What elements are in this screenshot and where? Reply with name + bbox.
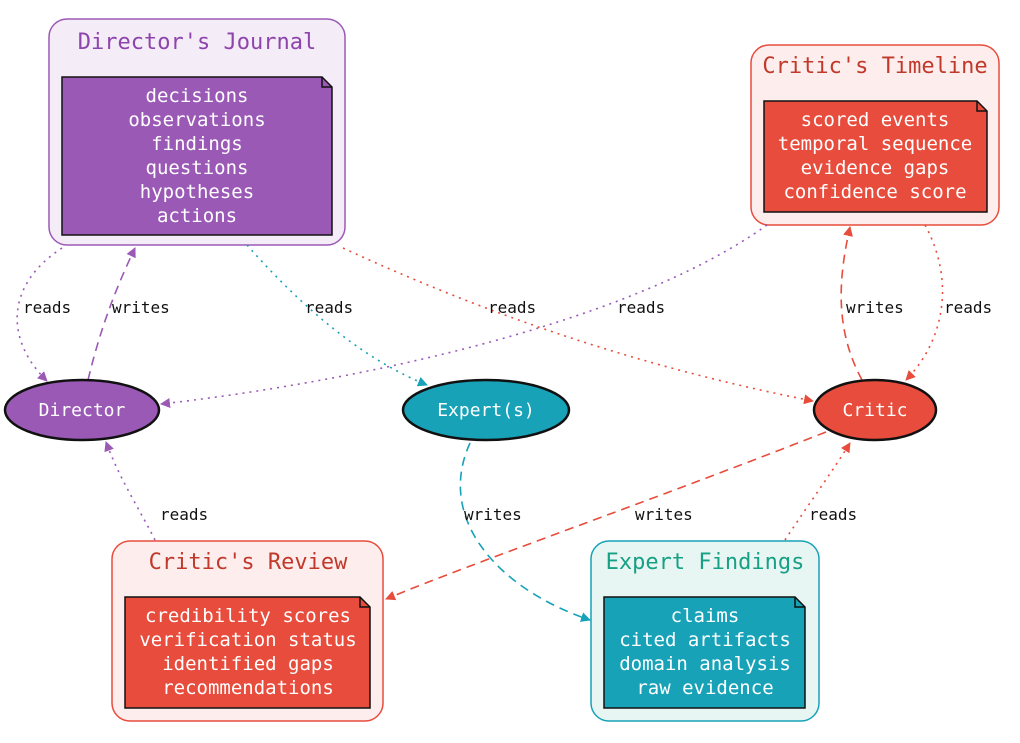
edge-review-to-director bbox=[104, 441, 156, 541]
critic-ellipse bbox=[812, 378, 938, 442]
critic-node: Critic bbox=[812, 378, 938, 442]
expert-findings-item: raw evidence bbox=[636, 677, 773, 699]
expert-findings-item: claims bbox=[671, 605, 740, 627]
critics-review-title: Critic's Review bbox=[149, 550, 348, 575]
expert-findings-item: domain analysis bbox=[619, 653, 791, 675]
critics-timeline-item: evidence gaps bbox=[801, 157, 950, 179]
experts-ellipse bbox=[401, 378, 571, 442]
director-ellipse bbox=[3, 378, 161, 442]
edge-label: reads bbox=[160, 505, 208, 524]
critics-timeline-cluster: Critic's Timeline scored events temporal… bbox=[750, 44, 1000, 226]
critics-review-cluster: Critic's Review credibility scores verif… bbox=[111, 540, 384, 722]
experts-node: Expert(s) bbox=[401, 378, 571, 442]
edge-journal-to-experts bbox=[246, 244, 428, 387]
edge-label: reads bbox=[488, 298, 536, 317]
critics-review-note bbox=[124, 596, 371, 709]
critics-review-note-fold bbox=[359, 597, 370, 608]
directors-journal-title: Director's Journal bbox=[78, 30, 316, 55]
edge-label: reads bbox=[617, 298, 665, 317]
critics-review-item: verification status bbox=[139, 629, 356, 651]
edge-labels: reads writes reads reads reads writes re… bbox=[23, 298, 992, 524]
directors-journal-note-fold bbox=[321, 77, 332, 88]
expert-findings-item: cited artifacts bbox=[619, 629, 791, 651]
edge-critic-to-review bbox=[385, 431, 827, 601]
edge-label: writes bbox=[112, 298, 170, 317]
critics-timeline-item: temporal sequence bbox=[778, 133, 972, 155]
critics-timeline-item: confidence score bbox=[783, 181, 966, 203]
critics-review-item: credibility scores bbox=[145, 605, 351, 627]
edge-findings-to-critic bbox=[784, 442, 851, 541]
edge-label: writes bbox=[635, 505, 693, 524]
directors-journal-item: questions bbox=[146, 157, 249, 179]
expert-findings-cluster: Expert Findings claims cited artifacts d… bbox=[590, 540, 820, 722]
edge-label: writes bbox=[846, 298, 904, 317]
critics-timeline-note bbox=[763, 100, 988, 213]
edge-journal-to-director bbox=[16, 247, 63, 382]
directors-journal-item: actions bbox=[157, 205, 237, 227]
director-label: Director bbox=[39, 400, 126, 421]
directors-journal-item: findings bbox=[151, 133, 243, 155]
experts-label: Expert(s) bbox=[437, 400, 535, 421]
directors-journal-item: hypotheses bbox=[140, 181, 254, 203]
edge-label: reads bbox=[305, 298, 353, 317]
directors-journal-note bbox=[61, 76, 333, 236]
edge-label: writes bbox=[464, 505, 522, 524]
critics-review-item: recommendations bbox=[162, 677, 334, 699]
critics-review-item: identified gaps bbox=[162, 653, 334, 675]
expert-findings-note bbox=[603, 596, 806, 709]
edge-label: reads bbox=[23, 298, 71, 317]
edge-experts-to-findings bbox=[459, 442, 591, 622]
critics-timeline-note-fold bbox=[976, 101, 987, 112]
edge-journal-to-critic bbox=[342, 247, 814, 405]
expert-findings-note-fold bbox=[794, 597, 805, 608]
edge-critic-to-timeline bbox=[840, 226, 863, 381]
edge-director-to-journal bbox=[87, 247, 136, 381]
critics-timeline-item: scored events bbox=[801, 109, 950, 131]
directors-journal-item: observations bbox=[128, 109, 265, 131]
critic-label: Critic bbox=[842, 400, 907, 421]
edge-label: reads bbox=[809, 505, 857, 524]
edges bbox=[16, 224, 944, 622]
directors-journal-item: decisions bbox=[146, 85, 249, 107]
directors-journal-cluster: Director's Journal decisions observation… bbox=[48, 18, 346, 246]
critics-timeline-title: Critic's Timeline bbox=[762, 54, 987, 79]
edge-timeline-to-critic bbox=[905, 224, 944, 381]
edge-timeline-to-director bbox=[160, 224, 768, 408]
expert-findings-title: Expert Findings bbox=[606, 550, 805, 575]
director-node: Director bbox=[3, 378, 161, 442]
edge-label: reads bbox=[944, 298, 992, 317]
